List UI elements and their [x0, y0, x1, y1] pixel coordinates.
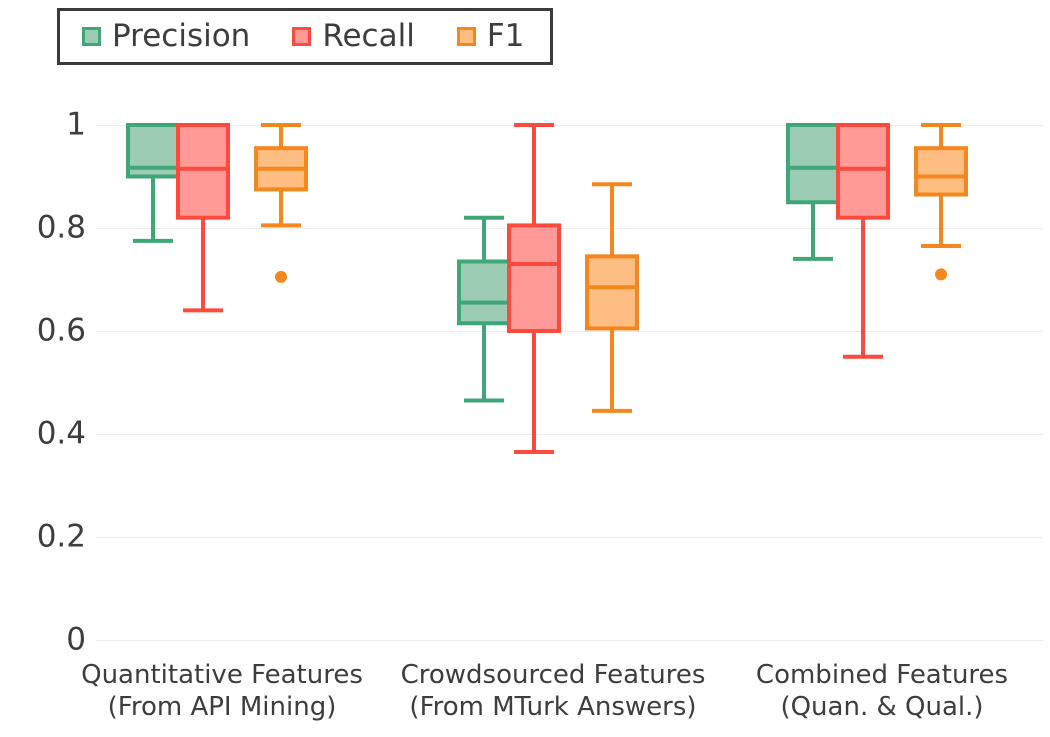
legend-swatch-icon	[456, 27, 476, 46]
box-f1-group-3[interactable]	[914, 123, 968, 281]
y-axis-tick-label: 0.2	[36, 518, 86, 555]
y-axis-tick-label: 0.8	[36, 209, 86, 246]
box-precision-group-3[interactable]	[786, 123, 840, 261]
legend-entry-precision[interactable]: Precision	[82, 21, 250, 52]
gridline	[96, 125, 1043, 126]
legend-label: Precision	[112, 18, 251, 54]
legend-swatch-icon	[82, 27, 101, 46]
box-precision-group-1[interactable]	[126, 123, 180, 243]
legend-label: Recall	[322, 18, 415, 54]
box-rect	[836, 123, 890, 220]
x-axis-tick-label-3: Combined Features(Quan. & Qual.)	[756, 660, 1008, 723]
y-axis-tick-label: 1	[66, 106, 86, 143]
x-axis-tick-label-2: Crowdsourced Features(From MTurk Answers…	[401, 660, 706, 723]
box-rect	[786, 123, 840, 205]
chart-legend: Precision Recall F1	[57, 8, 554, 65]
gridline	[96, 228, 1043, 229]
box-rect	[914, 146, 968, 197]
x-label-line-1: Combined Features	[755, 660, 1009, 690]
y-axis: 1 0.8 0.6 0.4 0.2 0	[0, 0, 86, 737]
box-rect	[507, 223, 561, 333]
x-label-line-1: Crowdsourced Features	[400, 660, 706, 690]
y-axis-tick-label: 0	[66, 621, 86, 658]
legend-label: F1	[486, 18, 525, 54]
box-f1-group-2[interactable]	[585, 182, 639, 413]
gridline	[96, 434, 1043, 435]
x-axis-tick-label-1: Quantitative Features(From API Mining)	[81, 660, 363, 723]
legend-swatch-icon	[292, 27, 312, 46]
box-rect	[176, 123, 230, 220]
x-label-line-1: Quantitative Features	[81, 660, 363, 690]
box-precision-group-2[interactable]	[457, 215, 511, 403]
legend-entry-recall[interactable]: Recall	[292, 21, 415, 52]
legend-entry-f1[interactable]: F1	[456, 18, 525, 54]
outlier-point	[935, 268, 947, 281]
gridline	[96, 537, 1043, 538]
box-recall-group-2[interactable]	[507, 123, 561, 455]
box-rect	[585, 254, 639, 331]
box-recall-group-3[interactable]	[836, 123, 890, 359]
gridline	[96, 640, 1043, 641]
x-label-line-2: (Quan. & Qual.)	[780, 691, 984, 722]
x-label-line-2: (From API Mining)	[107, 691, 337, 722]
box-recall-group-1[interactable]	[176, 123, 230, 313]
box-rect	[457, 259, 511, 326]
outlier-point	[275, 270, 287, 283]
box-f1-group-1[interactable]	[254, 123, 308, 283]
y-axis-tick-label: 0.6	[36, 312, 86, 349]
gridline	[96, 331, 1043, 332]
x-label-line-2: (From MTurk Answers)	[409, 691, 697, 722]
y-axis-tick-label: 0.4	[36, 415, 86, 452]
